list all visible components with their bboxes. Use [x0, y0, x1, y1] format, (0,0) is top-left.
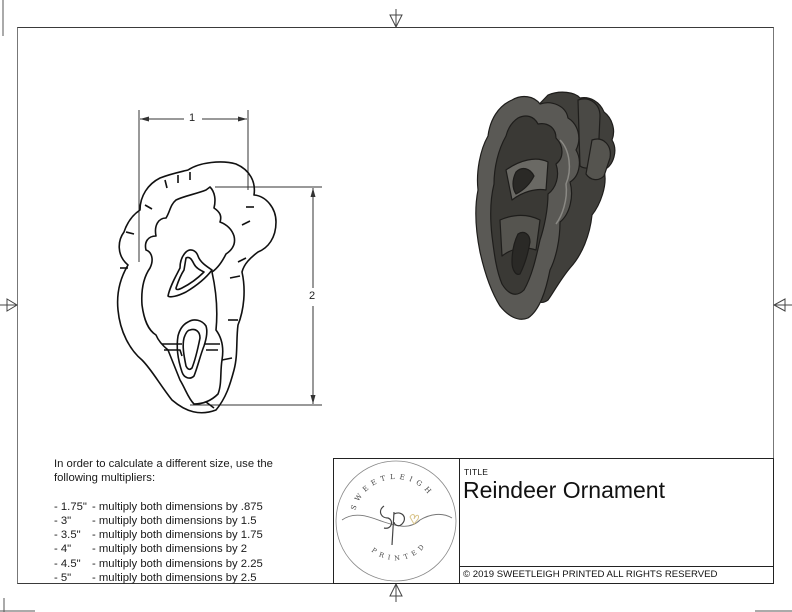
title-block: SWEETLEIGH PRINTED TITLE Reindeer Orname… — [333, 458, 774, 584]
dimension-height — [190, 186, 322, 406]
multiplier-row: - 3.5"- multiply both dimensions by 1.75 — [54, 529, 263, 542]
svg-text:PRINTED: PRINTED — [370, 540, 429, 562]
left-center-marker-icon — [0, 298, 18, 312]
svg-text:SWEETLEIGH: SWEETLEIGH — [349, 473, 435, 511]
bottom-center-marker-icon — [389, 582, 403, 602]
top-center-marker-icon — [389, 9, 403, 29]
logo-cell: SWEETLEIGH PRINTED — [334, 459, 460, 583]
logo-ring-text: SWEETLEIGH PRINTED — [349, 473, 435, 562]
title-label: TITLE — [464, 467, 489, 477]
multiplier-row: - 5"- multiply both dimensions by 2.5 — [54, 572, 257, 585]
cutter-3d-model — [475, 91, 616, 320]
multiplier-row: - 3"- multiply both dimensions by 1.5 — [54, 514, 257, 527]
multiplier-row: - 4.5"- multiply both dimensions by 2.25 — [54, 557, 263, 570]
dimension-width-label: 1 — [187, 112, 198, 124]
title-info-cell: TITLE Reindeer Ornament © 2019 SWEETLEIG… — [460, 459, 773, 583]
drawing-title: Reindeer Ornament — [463, 477, 665, 503]
cutter-2d-outline — [116, 161, 277, 414]
multiplier-row: - 1.75"- multiply both dimensions by .87… — [54, 500, 263, 513]
sweetleigh-logo-icon — [335, 460, 457, 582]
size-multiplier-notes: In order to calculate a different size, … — [54, 457, 304, 585]
copyright-notice: © 2019 SWEETLEIGH PRINTED ALL RIGHTS RES… — [460, 566, 773, 583]
dimension-height-label: 2 — [307, 290, 318, 302]
dimension-width — [138, 110, 249, 262]
right-center-marker-icon — [772, 298, 792, 312]
notes-intro: In order to calculate a different size, … — [54, 458, 273, 485]
multiplier-row: - 4"- multiply both dimensions by 2 — [54, 543, 248, 556]
